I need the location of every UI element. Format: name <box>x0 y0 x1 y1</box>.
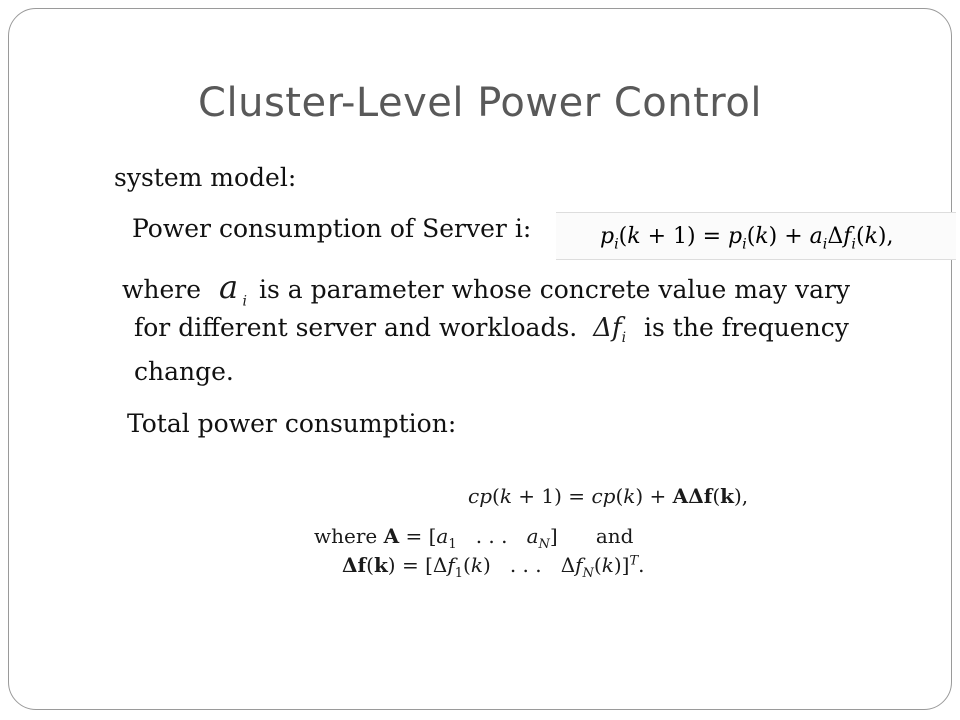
line-workloads: for different server and workloads. Δfi … <box>134 313 849 346</box>
slide-frame <box>8 8 952 710</box>
delta-f-symbol: Δfi <box>593 313 627 347</box>
system-model-label: system model: <box>114 163 297 192</box>
where-line: where a i is a parameter whose concrete … <box>122 268 850 309</box>
power-server-label: Power consumption of Server i: <box>132 214 532 243</box>
total-power-label: Total power consumption: <box>127 409 457 438</box>
a-i-symbol: a i <box>219 268 248 310</box>
workloads-text: for different server and workloads. <box>134 313 578 342</box>
slide-title: Cluster-Level Power Control <box>198 80 762 126</box>
eq-and-word: and <box>595 524 634 548</box>
server-power-equation: pi(k + 1) = pi(k) + aiΔfi(k), <box>556 212 956 260</box>
change-line: change. <box>134 357 234 386</box>
frequency-text: is the frequency <box>644 313 849 342</box>
total-power-equation: cp(k + 1) = cp(k) + AΔf(k), <box>468 484 749 508</box>
eq-where-word: where <box>314 524 378 548</box>
where-word: where <box>122 275 202 304</box>
where-rest: is a parameter whose concrete value may … <box>258 275 851 304</box>
delta-f-vector-definition: Δf(k) = [Δf1(k) . . . ΔfN(k)]T. <box>342 553 645 581</box>
matrix-a-definition: where A = [a1 . . . aN] and <box>314 524 634 552</box>
